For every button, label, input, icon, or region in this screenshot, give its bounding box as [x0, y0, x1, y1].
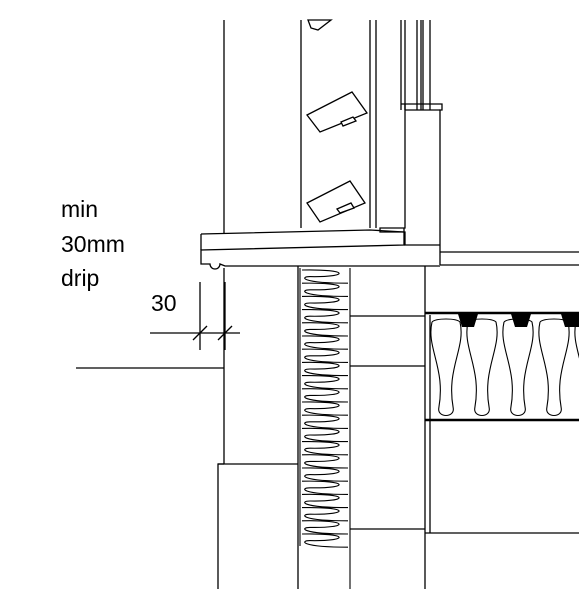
window-sill [200, 228, 579, 270]
note-min: min [61, 196, 99, 222]
drip-dimension [76, 282, 240, 369]
cavity-insulation [299, 268, 351, 589]
floor-joist-bearers [458, 314, 579, 327]
inner-blockwork-leaf [350, 266, 579, 589]
outer-masonry-leaf [217, 266, 299, 589]
dimension-value: 30 [151, 290, 177, 316]
window-frame [369, 20, 443, 250]
floor-build-up [425, 311, 579, 533]
wall-above-window [223, 20, 302, 233]
note-30mm: 30mm [61, 231, 125, 257]
note-drip: drip [61, 265, 100, 291]
louvre-slats [306, 19, 369, 223]
